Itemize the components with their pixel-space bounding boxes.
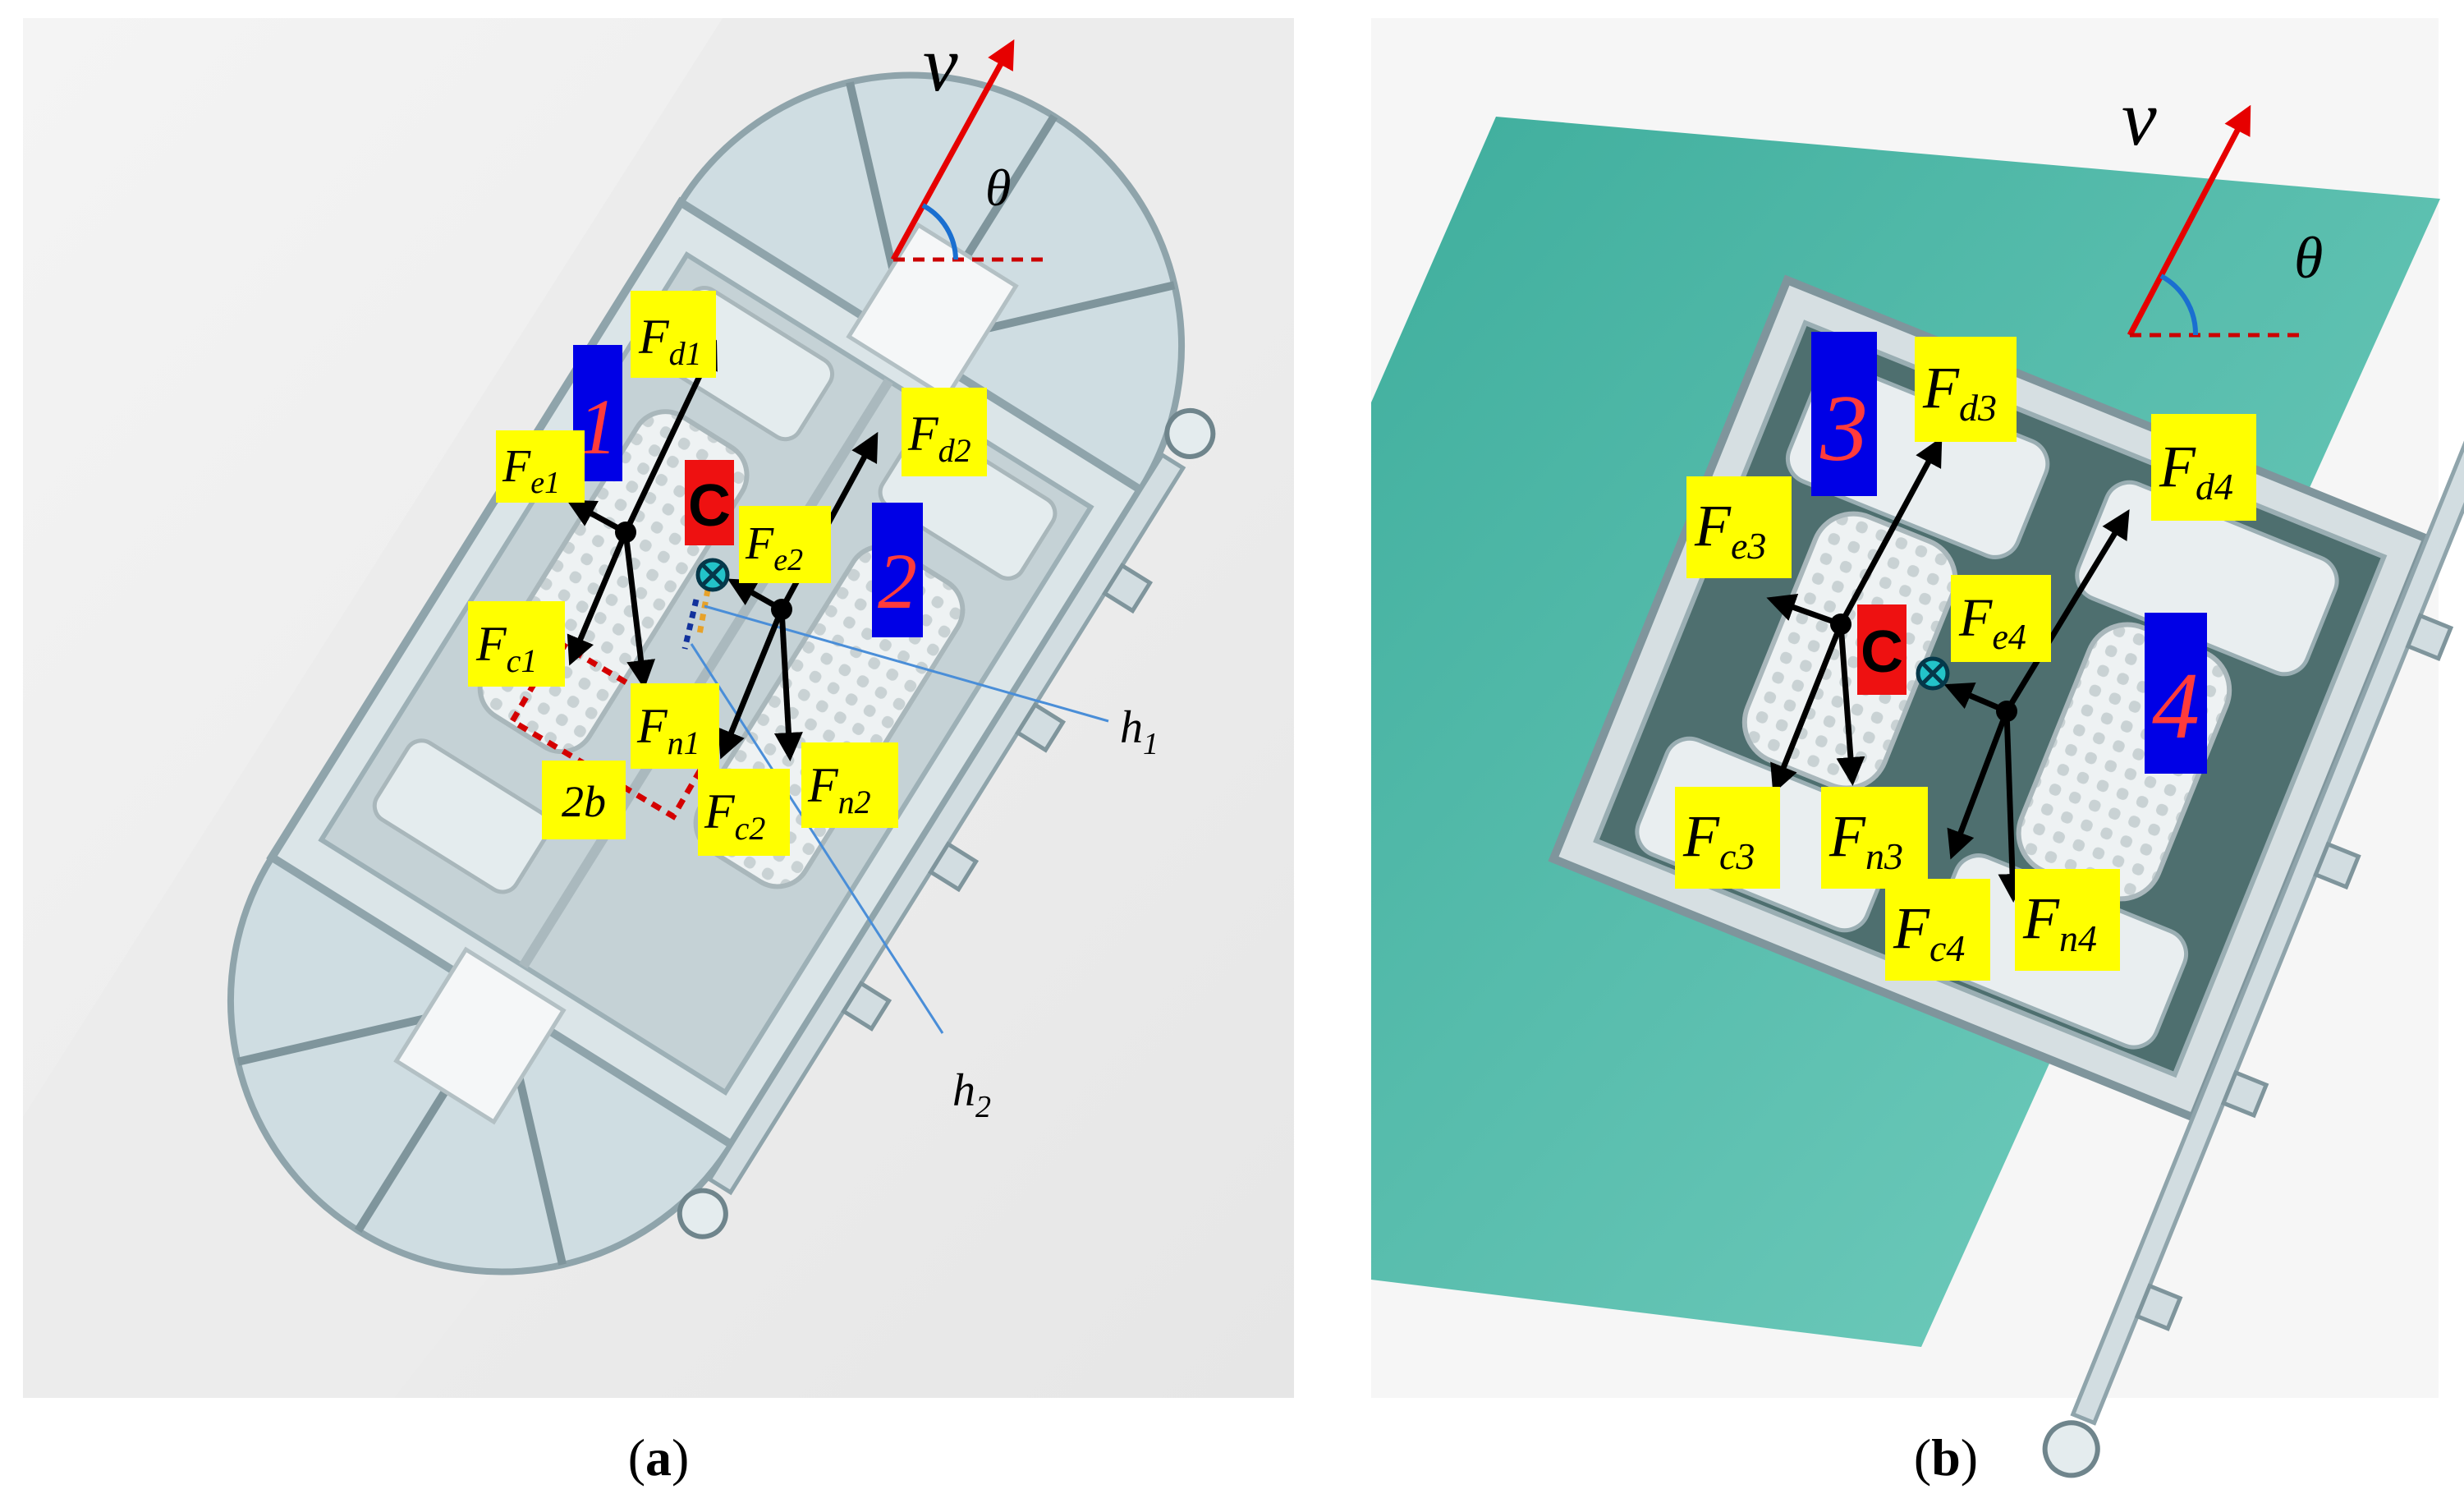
- wheel-4-tag: [2145, 613, 2207, 774]
- force-label-fd2: Fd2: [902, 388, 987, 476]
- wheel-4-number: 4: [2152, 654, 2200, 759]
- angle-b-arc: [2159, 273, 2199, 336]
- velocity-b-label: v: [2122, 74, 2157, 162]
- velocity-a-label: v: [923, 20, 958, 108]
- h1-dotted: [696, 589, 711, 635]
- wheel-2-center: [771, 599, 792, 620]
- force-label-fc3: Fc3: [1675, 787, 1780, 889]
- force-label-fd1: Fd1: [631, 291, 716, 378]
- wheel-3-center: [1830, 614, 1851, 635]
- center-a-label: C: [688, 473, 731, 539]
- force-label-fn4: Fn4: [2015, 869, 2120, 971]
- force-label-fe3: Fe3: [1686, 476, 1792, 578]
- robot-a: [227, 71, 1216, 1275]
- svg-text:Fe3: Fe3: [1694, 493, 1766, 567]
- svg-text:Fe4: Fe4: [1958, 588, 2026, 657]
- force-label-fc4: Fc4: [1885, 879, 1990, 981]
- force-label-fn2: Fn2: [801, 742, 898, 828]
- svg-text:Fn2: Fn2: [807, 758, 871, 820]
- svg-text:Fd1: Fd1: [638, 310, 702, 372]
- force-label-fc1: Fc1: [468, 601, 565, 687]
- force-label-fe4: Fe4: [1951, 575, 2051, 662]
- wheel-3-number: 3: [1819, 376, 1868, 481]
- angle-b-label: θ: [2294, 225, 2323, 291]
- force-label-fn1: Fn1: [631, 683, 719, 769]
- svg-text:Fc2: Fc2: [704, 784, 765, 847]
- centroid-a-marker: [695, 558, 730, 592]
- force-label-fe1: Fe1: [496, 430, 585, 503]
- panel-a: v θ 1 2 C Fd1 Fe1 Fc1 Fn1 Fd2: [23, 18, 1294, 1487]
- h2-leader: [690, 643, 944, 1034]
- svg-text:Fc4: Fc4: [1893, 895, 1965, 969]
- svg-text:Fn1: Fn1: [636, 699, 700, 761]
- svg-text:2b: 2b: [562, 777, 606, 826]
- force-label-fc2: Fc2: [698, 769, 790, 856]
- angle-a-label: θ: [985, 159, 1011, 217]
- centroid-b-marker: [1916, 656, 1950, 691]
- svg-text:Fd2: Fd2: [907, 407, 971, 469]
- wheel-3-forces: [1766, 436, 1943, 794]
- center-a-tag: [685, 460, 734, 545]
- svg-text:Fc3: Fc3: [1682, 803, 1755, 877]
- force-label-fd3: Fd3: [1915, 337, 2017, 442]
- wheel-3-tag: [1811, 332, 1877, 496]
- velocity-b-arrow: [2127, 104, 2251, 337]
- caption-b: (b): [1914, 1428, 1978, 1487]
- svg-text:Fc1: Fc1: [475, 617, 537, 679]
- wheel-1-center: [615, 522, 636, 543]
- h2-label: h2: [952, 1065, 991, 1124]
- svg-text:Fe1: Fe1: [502, 441, 560, 500]
- svg-text:Fn4: Fn4: [2022, 885, 2097, 959]
- h1-leader: [704, 604, 1109, 723]
- center-b-label: C: [1861, 619, 1903, 685]
- svg-text:Fd3: Fd3: [1922, 355, 1997, 429]
- panel-b: v θ 3 4 C Fd3 Fe3 Fc3 Fn3 Fd4: [1371, 18, 2464, 1487]
- h1-label: h1: [1120, 702, 1159, 761]
- wheel-2-number: 2: [878, 537, 917, 625]
- svg-text:Fd4: Fd4: [2159, 434, 2233, 508]
- force-label-fn3: Fn3: [1821, 787, 1928, 889]
- width-label-2b: 2b: [542, 761, 626, 839]
- h2-dotted: [681, 599, 700, 650]
- angle-a-arc: [921, 203, 958, 260]
- svg-text:Fn3: Fn3: [1828, 803, 1903, 877]
- caption-a: (a): [628, 1428, 690, 1487]
- wheel-2-tag: [872, 503, 923, 637]
- force-label-fd4: Fd4: [2151, 414, 2256, 521]
- center-b-tag: [1857, 604, 1907, 695]
- wheel-4-forces: [1943, 509, 2130, 903]
- velocity-a-arrow: [890, 39, 1015, 261]
- svg-text:Fe2: Fe2: [745, 518, 803, 577]
- force-label-fe2: Fe2: [739, 506, 831, 583]
- wheel-4-center: [1996, 701, 2017, 722]
